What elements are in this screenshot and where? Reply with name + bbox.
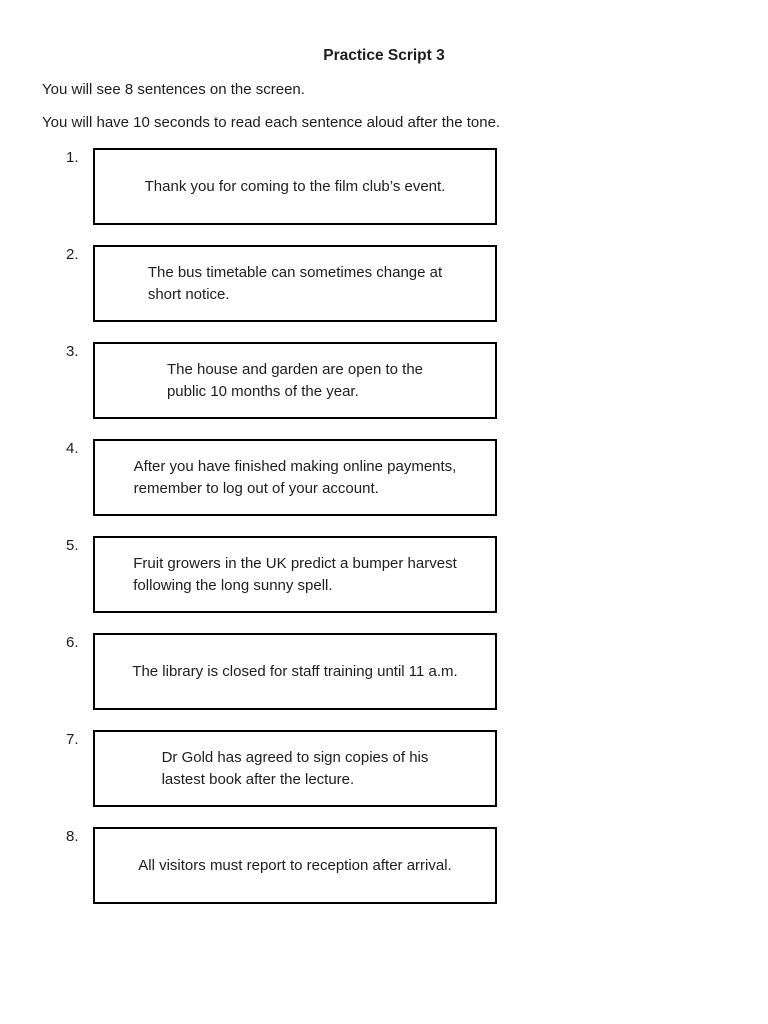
instruction-line-1: You will see 8 sentences on the screen. bbox=[42, 81, 305, 98]
sentence-line: The bus timetable can sometimes change a… bbox=[147, 263, 443, 281]
sentence-line: lastest book after the lecture. bbox=[161, 770, 355, 788]
sentence-number: 3. bbox=[66, 343, 79, 360]
sentence-box: After you have finished making online pa… bbox=[93, 439, 497, 516]
sentence-line: Fruit growers in the UK predict a bumper… bbox=[133, 554, 457, 572]
sentence-row-3: 3. The house and garden are open to the … bbox=[66, 342, 768, 419]
sentence-row-7: 7. Dr Gold has agreed to sign copies of … bbox=[66, 730, 768, 807]
sentence-text: All visitors must report to reception af… bbox=[138, 855, 451, 877]
sentence-row-4: 4. After you have finished making online… bbox=[66, 439, 768, 516]
sentence-line: After you have finished making online pa… bbox=[133, 457, 457, 475]
sentence-box: All visitors must report to reception af… bbox=[93, 827, 497, 904]
sentence-number: 1. bbox=[66, 149, 79, 166]
page-title: Practice Script 3 bbox=[323, 47, 445, 64]
sentence-number: 8. bbox=[66, 828, 79, 845]
sentence-box: The house and garden are open to the pub… bbox=[93, 342, 497, 419]
sentence-box: Dr Gold has agreed to sign copies of his… bbox=[93, 730, 497, 807]
sentence-text: Thank you for coming to the film club’s … bbox=[145, 176, 446, 198]
sentence-line: remember to log out of your account. bbox=[133, 479, 379, 497]
sentence-line: public 10 months of the year. bbox=[166, 382, 359, 400]
sentence-row-2: 2. The bus timetable can sometimes chang… bbox=[66, 245, 768, 322]
sentence-text: The bus timetable can sometimes change a… bbox=[148, 262, 442, 306]
sentence-box: Fruit growers in the UK predict a bumper… bbox=[93, 536, 497, 613]
sentence-list: 1. Thank you for coming to the film club… bbox=[0, 148, 768, 904]
sentence-number: 4. bbox=[66, 440, 79, 457]
sentence-number: 2. bbox=[66, 246, 79, 263]
sentence-text: Dr Gold has agreed to sign copies of his… bbox=[162, 747, 429, 791]
sentence-line: All visitors must report to reception af… bbox=[138, 856, 452, 874]
sentence-box: The bus timetable can sometimes change a… bbox=[93, 245, 497, 322]
sentence-row-8: 8. All visitors must report to reception… bbox=[66, 827, 768, 904]
sentence-box: The library is closed for staff training… bbox=[93, 633, 497, 710]
sentence-line: Thank you for coming to the film club’s … bbox=[144, 177, 446, 195]
sentence-number: 5. bbox=[66, 537, 79, 554]
sentence-text: After you have finished making online pa… bbox=[134, 456, 457, 500]
sentence-line: short notice. bbox=[147, 285, 230, 303]
sentence-line: following the long sunny spell. bbox=[133, 576, 333, 594]
instructions: You will see 8 sentences on the screen. … bbox=[42, 82, 768, 131]
sentence-line: The house and garden are open to the bbox=[166, 360, 424, 378]
sentence-text: Fruit growers in the UK predict a bumper… bbox=[133, 553, 456, 597]
sentence-row-6: 6. The library is closed for staff train… bbox=[66, 633, 768, 710]
sentence-line: The library is closed for staff training… bbox=[132, 662, 458, 680]
sentence-number: 6. bbox=[66, 634, 79, 651]
sentence-text: The house and garden are open to the pub… bbox=[167, 359, 423, 403]
sentence-line: Dr Gold has agreed to sign copies of his bbox=[161, 748, 429, 766]
sentence-number: 7. bbox=[66, 731, 79, 748]
instruction-line-2: You will have 10 seconds to read each se… bbox=[42, 114, 501, 131]
sentence-row-5: 5. Fruit growers in the UK predict a bum… bbox=[66, 536, 768, 613]
sentence-row-1: 1. Thank you for coming to the film club… bbox=[66, 148, 768, 225]
sentence-box: Thank you for coming to the film club’s … bbox=[93, 148, 497, 225]
sentence-text: The library is closed for staff training… bbox=[132, 661, 457, 683]
